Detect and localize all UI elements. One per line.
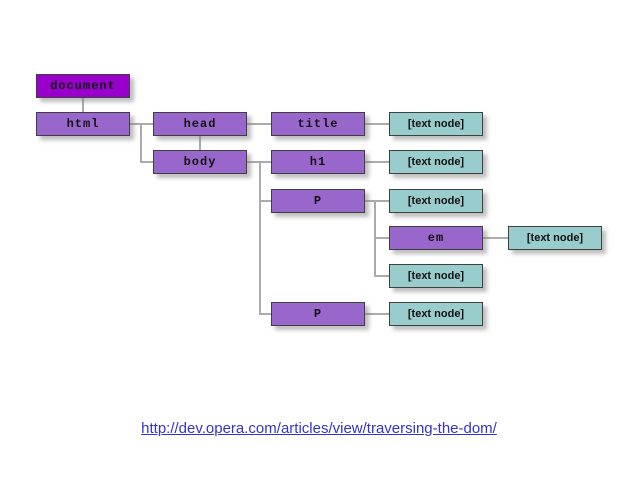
node-text-em: [text node] [508, 226, 602, 250]
source-url-link[interactable]: http://dev.opera.com/articles/view/trave… [141, 420, 497, 437]
node-text-p2: [text node] [389, 302, 483, 326]
connector-body-p1 [259, 200, 271, 202]
connector-document-html [82, 98, 84, 112]
connector-p1-textnode [365, 200, 389, 202]
node-p-2: p [271, 302, 365, 326]
connector-h1-textnode [365, 161, 389, 163]
node-em: em [389, 226, 483, 250]
connector-em-textnode [483, 237, 508, 239]
node-text-title: [text node] [389, 112, 483, 136]
connector-html-children-vertical [140, 123, 142, 163]
node-p-1: p [271, 189, 365, 213]
node-html: html [36, 112, 130, 136]
node-text-h1: [text node] [389, 150, 483, 174]
connector-html-body [140, 161, 153, 163]
node-text-p1-3: [text node] [389, 264, 483, 288]
node-title: title [271, 112, 365, 136]
connector-body-children-vertical [259, 161, 261, 315]
node-text-p1-1: [text node] [389, 189, 483, 213]
node-head: head [153, 112, 247, 136]
node-h1: h1 [271, 150, 365, 174]
connector-title-textnode [365, 123, 389, 125]
connector-p2-textnode [365, 313, 389, 315]
node-body: body [153, 150, 247, 174]
connector-head-body [199, 136, 201, 150]
connector-p1-textnode-3 [374, 275, 389, 277]
connector-head-title [247, 123, 271, 125]
connector-body-p2 [259, 313, 271, 315]
node-document: document [36, 74, 130, 98]
connector-p1-em [374, 237, 389, 239]
